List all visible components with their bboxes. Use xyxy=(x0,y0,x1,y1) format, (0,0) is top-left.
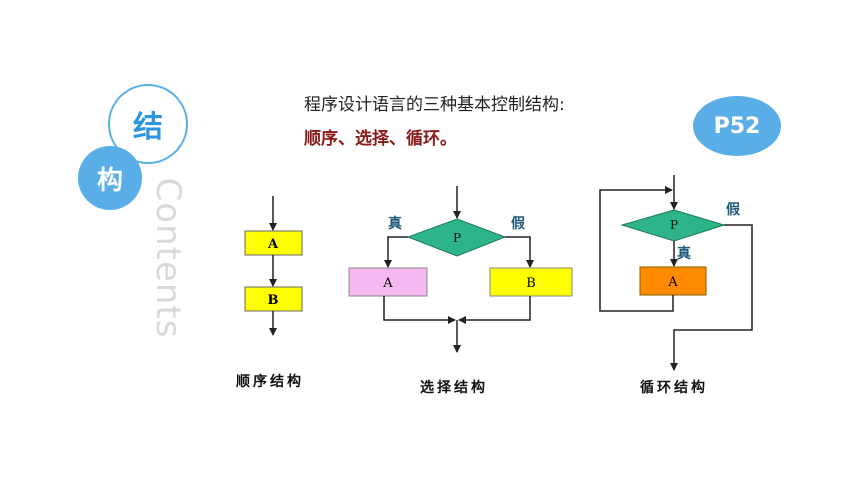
selection-caption: 选择结构 xyxy=(420,379,488,396)
section-char-bottom: 构 xyxy=(96,165,123,196)
selection-box-a xyxy=(348,267,428,297)
loop-decision-label: P xyxy=(670,218,678,232)
intro-line-1: 程序设计语言的三种基本控制结构: xyxy=(304,95,565,115)
loop-box-a xyxy=(639,266,707,296)
selection-box-b xyxy=(489,267,573,297)
loop-caption: 循环结构 xyxy=(640,379,708,396)
selection-decision-label: P xyxy=(453,231,461,245)
sequence-box-a xyxy=(244,230,303,256)
selection-true-branch xyxy=(384,236,408,268)
sequence-box-b xyxy=(244,286,303,312)
selection-structure: P 真 假 A B 选择结构 xyxy=(348,186,573,396)
selection-decision xyxy=(406,218,507,257)
loop-back-edge xyxy=(599,186,674,312)
sequence-box-b-label: B xyxy=(268,293,279,308)
selection-merge-right xyxy=(458,296,531,324)
intro-line-2: 顺序、选择、循环。 xyxy=(304,129,457,149)
page-badge: P52 xyxy=(693,96,781,156)
sequence-box-a-label: A xyxy=(267,237,279,252)
selection-box-b-label: B xyxy=(526,276,536,291)
page-badge-text: P52 xyxy=(713,113,761,139)
loop-exit-edge xyxy=(670,224,753,371)
selection-merge-left xyxy=(383,296,456,324)
selection-box-a-label: A xyxy=(382,276,393,291)
loop-false-label: 假 xyxy=(726,201,741,218)
selection-false-branch xyxy=(505,236,534,268)
loop-true-label: 真 xyxy=(677,245,691,262)
loop-structure: P 真 假 A 循环结构 xyxy=(599,175,753,396)
section-char-top: 结 xyxy=(133,110,163,145)
section-circle-small: 构 xyxy=(78,146,142,210)
selection-true-label: 真 xyxy=(388,215,402,232)
loop-box-a-label: A xyxy=(667,275,678,290)
sequence-caption: 顺序结构 xyxy=(236,373,304,390)
sequence-structure: A B 顺序结构 xyxy=(236,196,304,390)
selection-false-label: 假 xyxy=(511,215,526,232)
